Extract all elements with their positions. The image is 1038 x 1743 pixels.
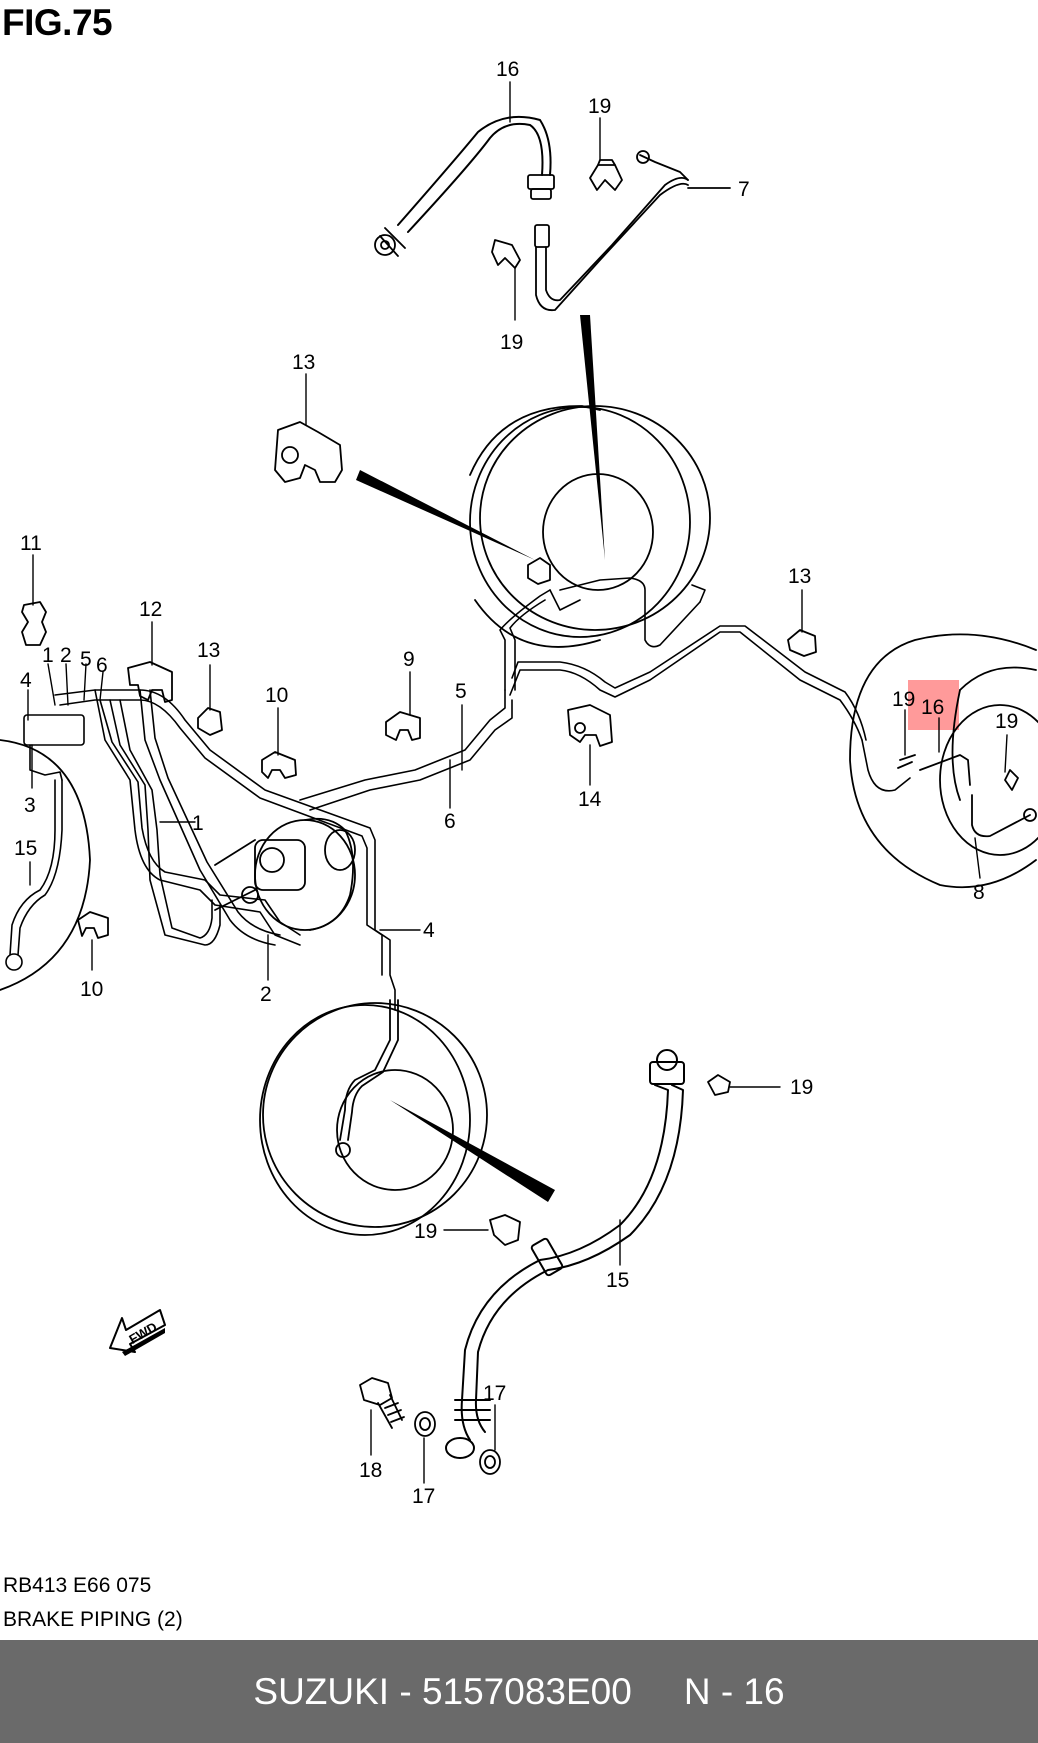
callout-19-right-a: 19 (892, 688, 915, 711)
clip-19-mid (491, 239, 521, 269)
clip-19-bottom-left (489, 1214, 521, 1246)
footer-part-number: SUZUKI - 5157083E00 (253, 1670, 632, 1712)
clamp-11 (21, 601, 47, 646)
callout-15-left: 15 (14, 837, 37, 860)
front-wheel-left (0, 739, 91, 991)
callout-labels: 16 19 7 19 13 11 12 13 1 2 5 6 4 3 10 9 … (14, 58, 1018, 1508)
callout-2-left: 2 (60, 644, 72, 667)
footer-bar: SUZUKI - 5157083E00 N - 16 (0, 1640, 1038, 1743)
figure-label: FIG.75 (2, 2, 113, 43)
highlight-box (908, 680, 959, 730)
pointer-wedge-1 (580, 315, 605, 560)
callout-15-bottom: 15 (606, 1269, 629, 1292)
callout-1-mid: 1 (192, 812, 204, 835)
clip-19-top (589, 159, 623, 191)
callout-13-right: 13 (788, 565, 811, 588)
banjo-bolt-18 (359, 1377, 405, 1429)
washer-17-b (479, 1449, 501, 1475)
callout-10-a: 10 (265, 684, 288, 707)
callout-19-top: 19 (588, 95, 611, 118)
right-wheel-hose (897, 754, 1037, 838)
callout-5-left: 5 (80, 648, 92, 671)
footer-page: N - 16 (683, 1670, 785, 1712)
callout-9: 9 (403, 648, 415, 671)
callout-13-a: 13 (197, 639, 220, 662)
fwd-arrow: FWD (109, 1309, 166, 1356)
callout-2-mid: 2 (260, 983, 272, 1006)
top-hose-assembly (374, 115, 731, 312)
front-tire-hose (335, 999, 399, 1158)
washer-17-a-inner (419, 1417, 431, 1431)
callout-16-top: 16 (496, 58, 519, 81)
master-cylinder-booster (214, 817, 356, 931)
reference-code: RB413 E66 075 (3, 1574, 152, 1597)
callout-11: 11 (20, 532, 42, 555)
callout-19-right-b: 19 (995, 710, 1018, 733)
pointer-wedge-3 (390, 1100, 555, 1202)
pointer-wedge-2 (356, 470, 535, 560)
callout-17-left: 17 (412, 1485, 435, 1508)
callout-4-mid: 4 (423, 919, 435, 942)
washer-17-a (414, 1411, 436, 1437)
rear-wheel-top (469, 405, 711, 648)
callout-6-mid: 6 (444, 810, 456, 833)
callout-7: 7 (738, 178, 750, 201)
callout-16-highlight: 16 (921, 696, 944, 719)
clamp-12 (127, 661, 173, 703)
clip-13-b (787, 629, 817, 657)
callout-17-right: 17 (483, 1382, 506, 1405)
callout-12: 12 (139, 598, 162, 621)
callout-18: 18 (359, 1459, 382, 1482)
callout-13-large: 13 (292, 351, 315, 374)
front-hose-15 (445, 1049, 685, 1459)
clip-10-b (77, 911, 109, 939)
callout-19-bottom-left: 19 (414, 1220, 437, 1243)
rear-wheel-right (849, 633, 1038, 889)
brake-pipes (5, 577, 911, 1011)
front-wheel-bottom (259, 1002, 488, 1236)
callout-14: 14 (578, 788, 602, 811)
washer-17-b-inner (484, 1455, 496, 1469)
callout-1-left: 1 (42, 644, 54, 667)
callout-8: 8 (973, 881, 985, 904)
bracket-13-large (274, 421, 343, 483)
brake-piping-diagram: FWD 16 (0, 58, 1038, 1508)
callout-4-left: 4 (20, 669, 32, 692)
clip-13-a (197, 707, 223, 736)
callout-19-mid: 19 (500, 331, 523, 354)
clip-9 (385, 711, 421, 741)
callout-5-mid: 5 (455, 680, 467, 703)
diagram-title: BRAKE PIPING (2) (3, 1608, 183, 1631)
callout-19-bottom-right: 19 (790, 1076, 813, 1099)
clip-10-a (261, 751, 297, 779)
leader-lines (27, 81, 1008, 1484)
clamp-14 (567, 704, 613, 747)
clip-13-tire (527, 557, 551, 585)
callout-6-left: 6 (96, 654, 108, 677)
callout-10-b: 10 (80, 978, 103, 1001)
clip-19-bottom-right (707, 1074, 731, 1096)
callout-3: 3 (24, 794, 36, 817)
